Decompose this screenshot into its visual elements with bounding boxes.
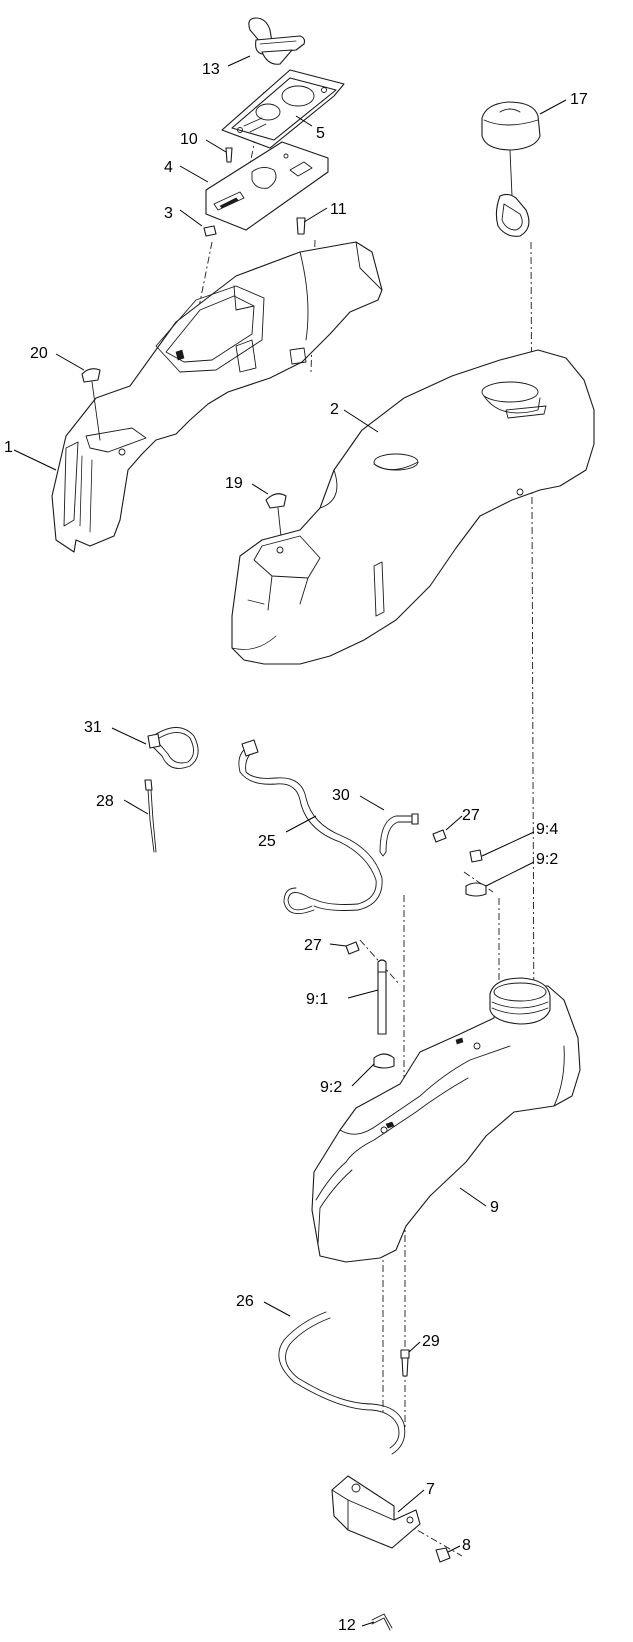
grommet-9-2-upper xyxy=(465,882,487,897)
callout-28: 28 xyxy=(96,793,114,810)
callout-31: 31 xyxy=(84,719,102,736)
callout-7: 7 xyxy=(426,1481,435,1498)
callout-9-4: 9:4 xyxy=(536,821,558,838)
callout-17: 17 xyxy=(570,91,588,108)
callout-19: 19 xyxy=(225,475,243,492)
callout-9-1: 9:1 xyxy=(306,991,328,1008)
callout-9-2-upper: 9:2 xyxy=(536,851,558,868)
callout-2: 2 xyxy=(330,401,339,418)
clamp-part xyxy=(147,727,199,769)
nut-3 xyxy=(203,225,217,237)
elbow-9-4 xyxy=(469,849,483,863)
callout-20: 20 xyxy=(30,345,48,362)
callout-8: 8 xyxy=(462,1537,471,1554)
nut-8-part xyxy=(435,1547,451,1563)
callout-30: 30 xyxy=(332,787,350,804)
callout-25: 25 xyxy=(258,833,276,850)
front-hood-part xyxy=(231,349,595,665)
callout-4: 4 xyxy=(164,159,173,176)
pickup-tube-9-1 xyxy=(377,971,387,1035)
callout-3: 3 xyxy=(164,205,173,222)
gasket-plate-part xyxy=(221,69,345,149)
shift-panel-part xyxy=(205,141,329,231)
callout-labels: 13 5 10 4 3 11 17 20 1 2 19 31 28 30 25 … xyxy=(4,61,588,1634)
callout-13: 13 xyxy=(202,61,220,78)
decal-19 xyxy=(265,493,287,509)
callout-10: 10 xyxy=(180,131,198,148)
callout-9-2-lower: 9:2 xyxy=(320,1079,342,1096)
fuel-cap-part xyxy=(481,101,541,237)
fasteners-upper xyxy=(203,147,306,237)
screw-11 xyxy=(296,217,306,235)
leader-lines xyxy=(13,55,567,1627)
callout-5: 5 xyxy=(316,125,325,142)
grommet-9-2-lower xyxy=(373,1053,395,1069)
bracket-7-part xyxy=(331,1475,421,1549)
return-hose-26-part xyxy=(278,1311,406,1455)
drain-valve-29-part xyxy=(400,1349,410,1377)
decal-20 xyxy=(81,368,101,383)
pin-12-part xyxy=(371,1613,393,1631)
fuel-fittings xyxy=(373,849,487,1069)
callout-27-upper: 27 xyxy=(462,807,480,824)
vent-tube-30-part xyxy=(379,813,419,857)
shift-lever-part xyxy=(248,17,306,65)
callout-9: 9 xyxy=(490,1199,499,1216)
screw-10 xyxy=(225,147,233,163)
callout-12: 12 xyxy=(338,1617,356,1634)
fuel-hose-25-part xyxy=(238,739,383,915)
fuel-tank-part xyxy=(311,977,581,1263)
console-hood-part xyxy=(51,241,383,553)
callout-26: 26 xyxy=(236,1293,254,1310)
callout-11: 11 xyxy=(330,201,347,218)
callout-1: 1 xyxy=(4,439,13,456)
cable-tie-part xyxy=(144,779,157,853)
hose-clamps-27 xyxy=(345,829,447,955)
callout-27-lower: 27 xyxy=(304,937,322,954)
decals xyxy=(81,368,287,547)
callout-29: 29 xyxy=(422,1333,440,1350)
